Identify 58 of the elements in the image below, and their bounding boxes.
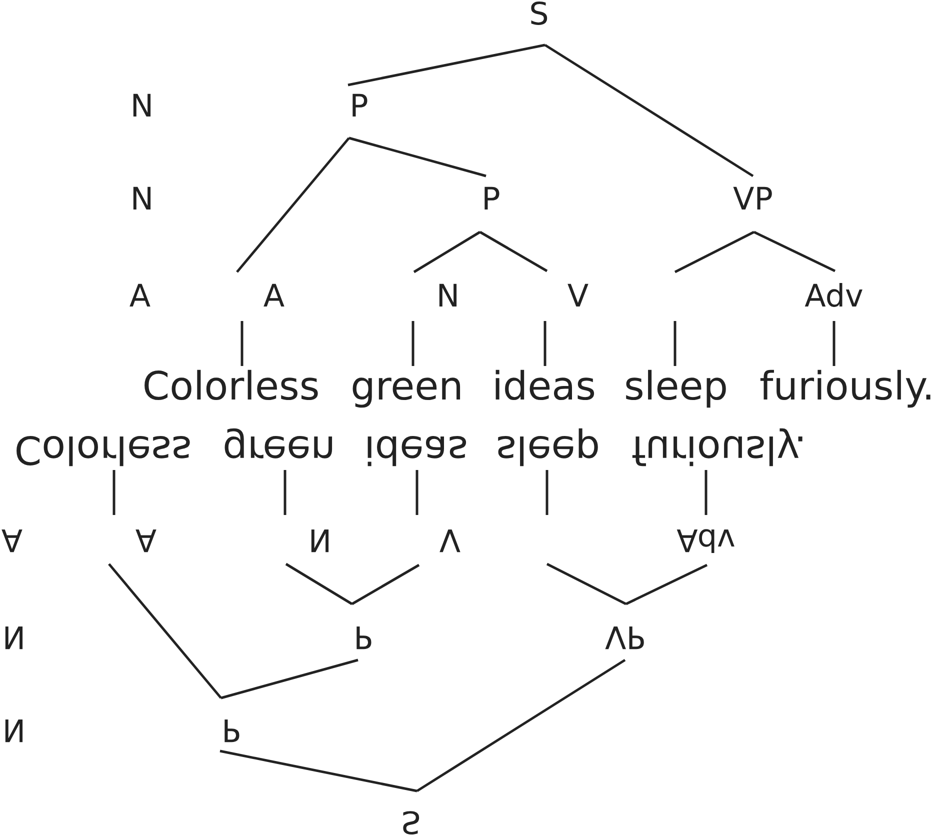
category-label: Adv (804, 282, 864, 312)
tree-branch-line (704, 470, 708, 515)
tree-branch-line (240, 321, 244, 366)
upside-down-word: ideas (364, 430, 468, 468)
upside-down-category-label: VP (605, 620, 645, 652)
category-label: VP (733, 184, 773, 216)
tree-branch-line (108, 563, 222, 699)
tree-branch-line (220, 750, 418, 792)
tree-branch-line (236, 137, 350, 273)
tree-branch-line (674, 230, 755, 274)
upside-down-category-label: V (439, 524, 461, 554)
tree-branch-line (413, 230, 481, 274)
tree-branch-line (544, 44, 754, 178)
upside-down-category-label: N (2, 620, 26, 652)
upside-down-category-label: P (354, 620, 372, 652)
upside-down-category-label: P (222, 714, 240, 744)
category-label: N (130, 184, 154, 216)
tree-branch-line (625, 564, 708, 606)
category-label: A (263, 282, 285, 312)
upside-down-word: Colorless (14, 430, 192, 468)
tree-branch-line (348, 44, 546, 86)
tree-branch-line (544, 321, 546, 366)
tree-branch-line (753, 230, 836, 272)
tree-branch-line (351, 564, 420, 606)
upside-down-category-label: Adv (676, 524, 736, 554)
category-label: N (436, 282, 460, 312)
category-label: P (350, 92, 368, 122)
sentence-word: furiously. (760, 368, 934, 406)
category-label: N (130, 92, 154, 122)
upside-down-category-label: N (308, 524, 332, 554)
upside-down-category-label: N (2, 714, 26, 744)
tree-branch-line (416, 658, 626, 792)
tree-branch-line (285, 562, 353, 606)
tree-branch-line (832, 321, 836, 366)
upside-down-word: furiously. (632, 430, 806, 468)
sentence-word: sleep (624, 368, 728, 406)
tree-branch-line (546, 470, 548, 515)
tree-branch-line (112, 470, 116, 515)
upside-down-category-label: S (401, 806, 421, 836)
tree-branch-line (479, 230, 548, 272)
category-label: A (129, 282, 151, 312)
tree-branch-line (284, 470, 286, 515)
category-label: P (482, 184, 500, 216)
upside-down-category-label: A (135, 524, 157, 554)
tree-branch-line (416, 470, 418, 515)
category-label: S (529, 0, 549, 30)
sentence-word: green (350, 368, 464, 406)
upside-down-word: green (222, 430, 336, 468)
upside-down-word: sleep (496, 430, 600, 468)
tree-branch-line (674, 321, 676, 366)
tree-branch-line (348, 136, 486, 178)
category-label: V (567, 282, 589, 312)
tree-branch-line (412, 321, 414, 366)
tree-branch-line (220, 658, 358, 700)
sentence-word: ideas (492, 368, 596, 406)
upside-down-category-label: A (1, 524, 23, 554)
sentence-word: Colorless (142, 368, 320, 406)
tree-branch-line (546, 562, 627, 606)
